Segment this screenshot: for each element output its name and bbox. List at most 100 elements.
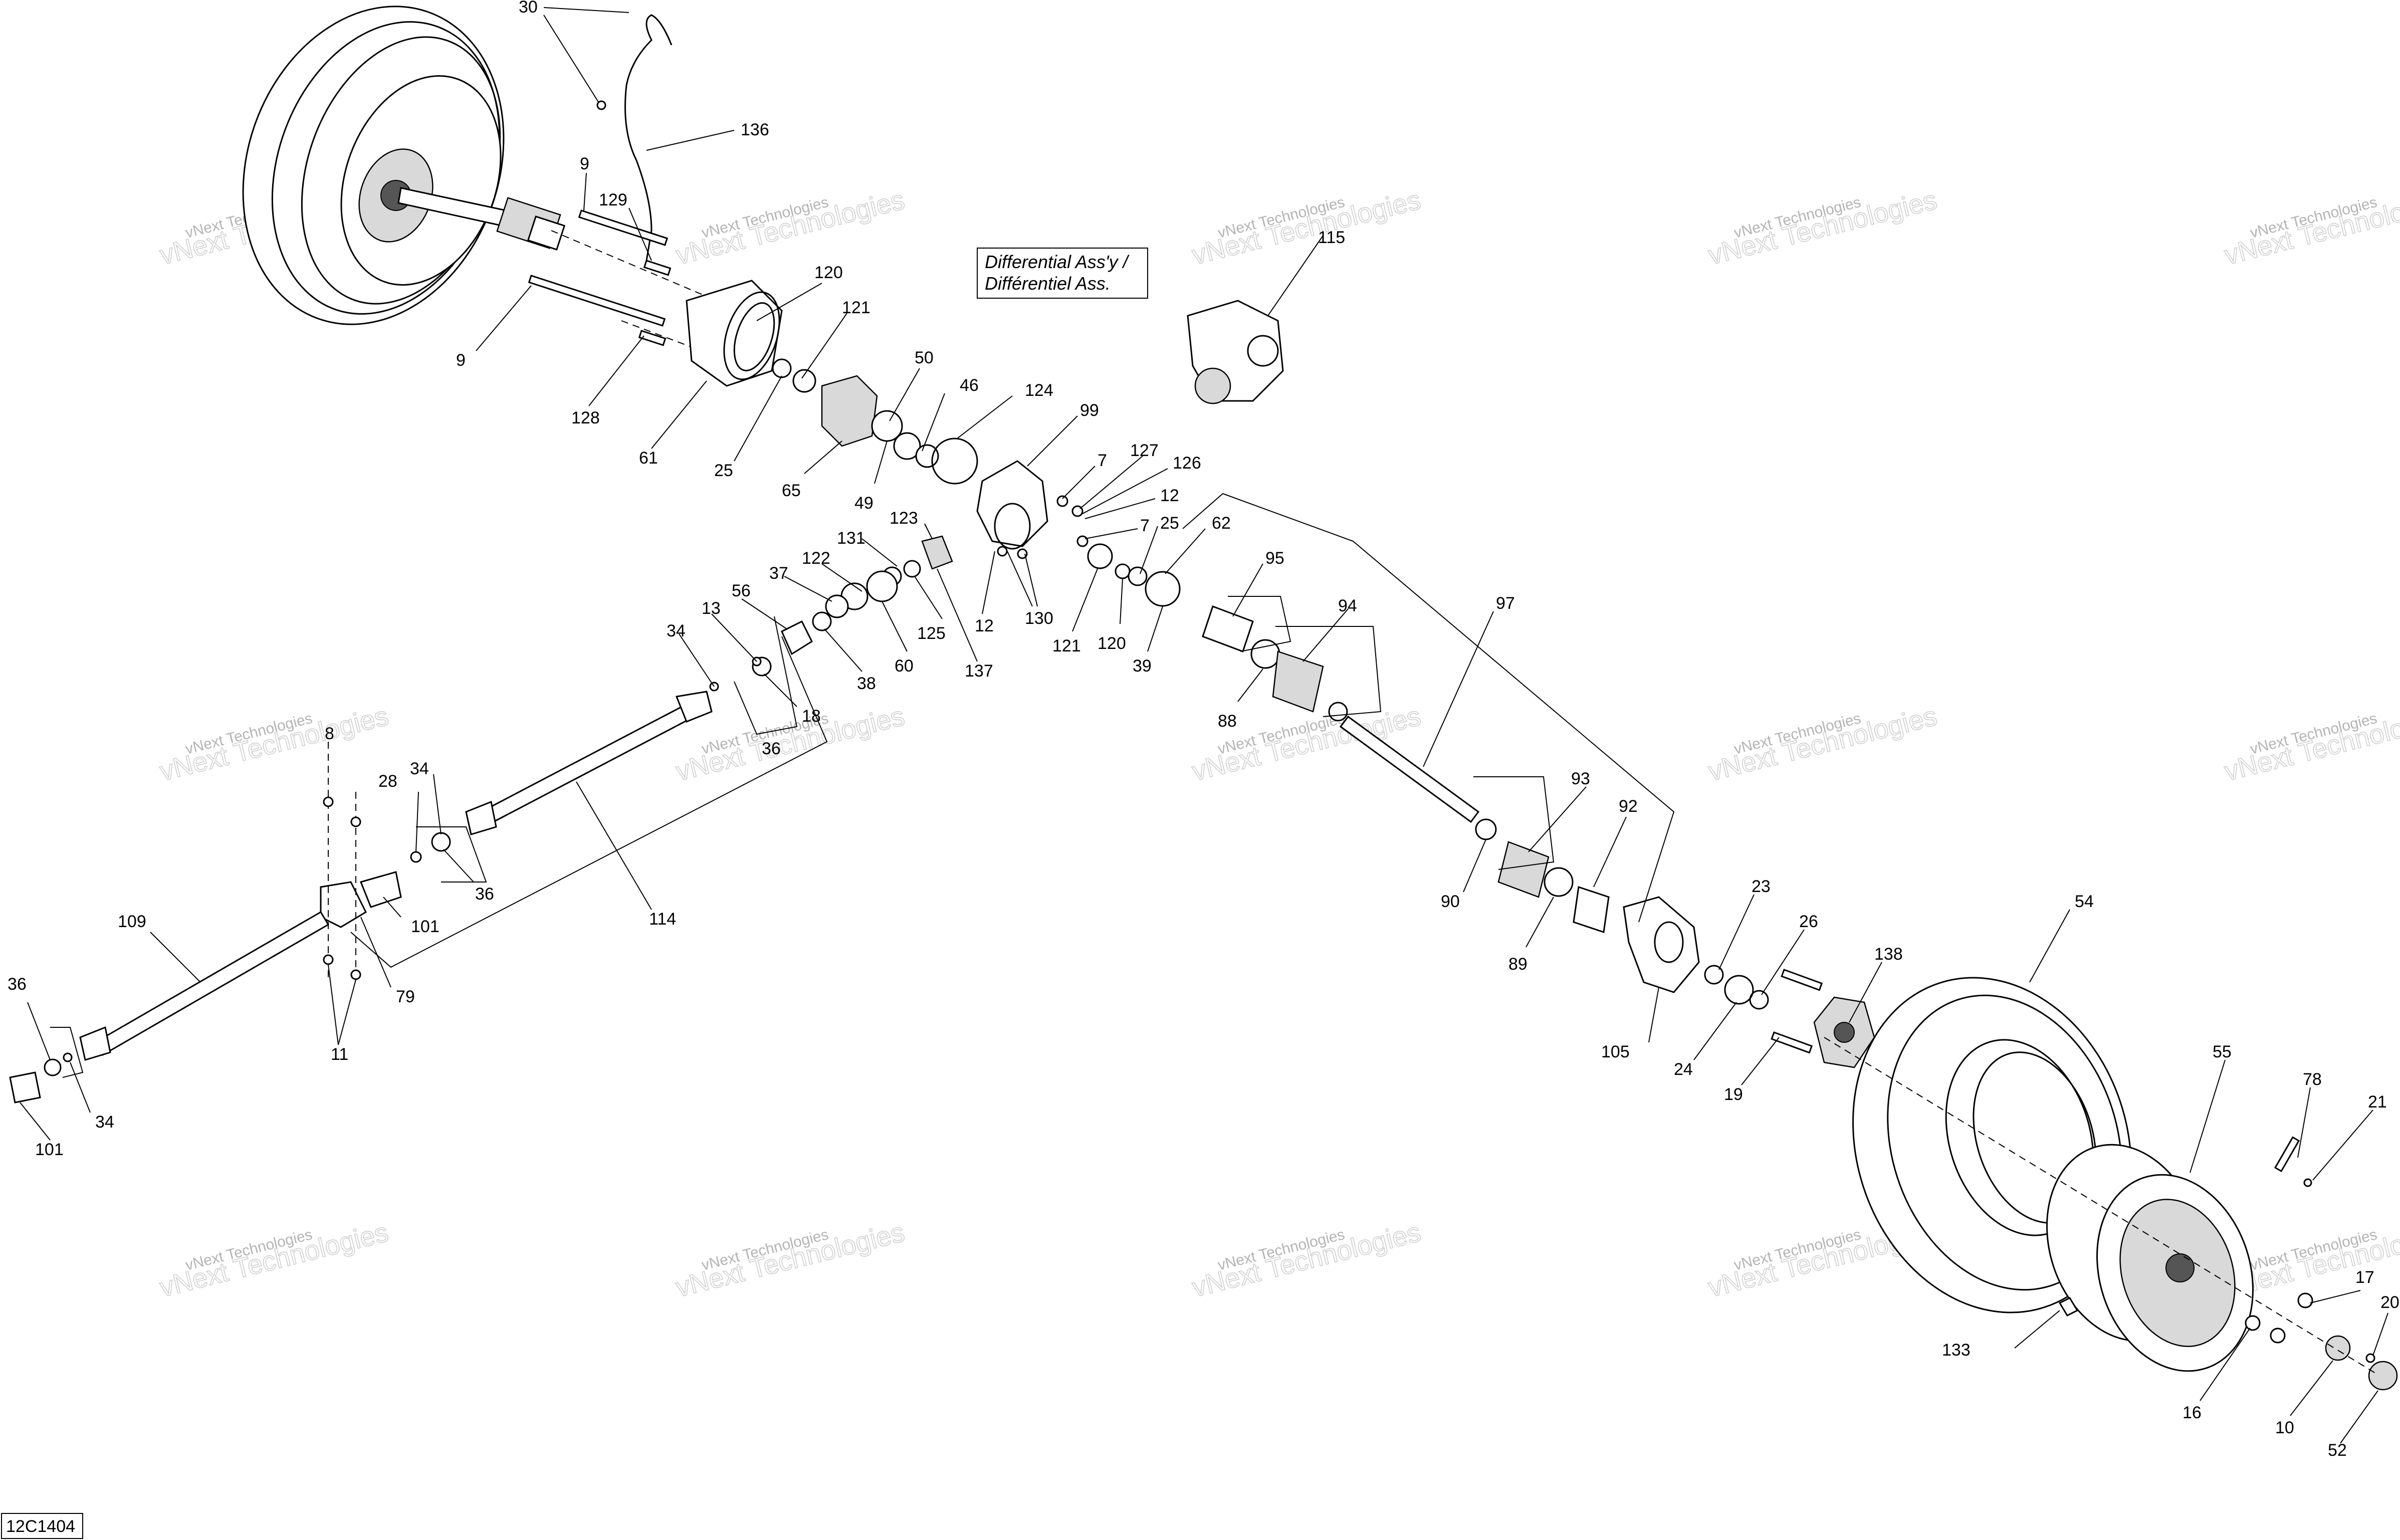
nut-11-b — [350, 969, 361, 980]
clamp-small — [1328, 702, 1348, 722]
watermark: vNext Technologies vNext Technologies — [156, 701, 392, 787]
callout-137: 137 — [965, 662, 993, 681]
rim-55-center — [2165, 1253, 2195, 1282]
gear-65 — [821, 375, 878, 447]
callout-54: 54 — [2075, 892, 2094, 911]
bolt-8-b — [350, 816, 361, 827]
callout-38: 38 — [857, 674, 876, 693]
callout-90: 90 — [1441, 892, 1460, 911]
yoke-56 — [781, 620, 813, 655]
washer-17 — [2297, 1292, 2313, 1308]
callout-25: 25 — [1160, 514, 1179, 533]
callout-115: 115 — [1318, 228, 1345, 247]
callout-60: 60 — [895, 656, 914, 676]
vent-tube-assembly — [528, 14, 717, 351]
callout-39: 39 — [1133, 656, 1152, 676]
tire-54-tread — [1887, 994, 2122, 1291]
front-housing-61 — [686, 280, 783, 387]
stud-upper — [1781, 969, 1823, 991]
axle-shaft-97 — [1339, 715, 1480, 823]
bearing-23 — [1704, 965, 1724, 985]
callout-129: 129 — [599, 190, 627, 209]
nut-16 — [2245, 1315, 2261, 1331]
callout-8: 8 — [325, 724, 334, 743]
yoke-114-front — [675, 691, 713, 723]
yoke-101-mid — [359, 871, 402, 908]
callout-37: 37 — [769, 564, 788, 583]
callout-36: 36 — [762, 739, 781, 758]
clamp-89 — [1544, 867, 1574, 897]
propeller-shaft-109 — [94, 911, 330, 1056]
callout-19: 19 — [1724, 1085, 1743, 1104]
watermark: vNext Technologies vNext Technologies — [2221, 701, 2400, 787]
yoke-101-front — [9, 1071, 41, 1104]
o-ring-124 — [931, 437, 978, 485]
bearing-24 — [1724, 975, 1754, 1005]
callout-126: 126 — [1173, 454, 1201, 473]
stud-129 — [643, 260, 672, 276]
rim-55-assembly — [1824, 1037, 2398, 1391]
callout-95: 95 — [1265, 549, 1284, 568]
callout-26: 26 — [1799, 912, 1818, 931]
washer-46 — [915, 444, 939, 468]
washer-50 — [893, 432, 921, 460]
bolt-7-b — [1076, 535, 1088, 547]
seal-37 — [825, 594, 849, 618]
front-left-wheel-assembly — [242, 6, 566, 325]
diff-housing-bore — [994, 503, 1031, 550]
callout-89: 89 — [1508, 955, 1528, 974]
callout-46: 46 — [960, 376, 979, 395]
valve-133 — [2058, 1297, 2079, 1316]
clip-28 — [410, 851, 422, 863]
callout-34: 34 — [667, 621, 686, 640]
u-joint-36-front — [44, 1058, 62, 1076]
front-housing-assembly — [686, 280, 978, 485]
callout-93: 93 — [1571, 769, 1590, 788]
right-driveshaft-assembly — [1202, 605, 1610, 933]
boot-94 — [1272, 650, 1324, 713]
cap-52 — [2368, 1361, 2398, 1391]
callout-120: 120 — [1098, 634, 1126, 653]
boot-93 — [1497, 841, 1550, 898]
callout-34: 34 — [95, 1113, 114, 1132]
knuckle-105 — [1623, 896, 1700, 993]
yoke-109-end — [79, 1026, 111, 1061]
differential-flange — [1247, 335, 1279, 367]
watermark: vNext Technologies vNext Technologies — [673, 1217, 908, 1303]
differential-output — [1194, 367, 1231, 404]
bolt-78 — [2274, 1136, 2300, 1173]
callout-136: 136 — [741, 120, 769, 139]
callout-labels: 30 136 9 129 9 115 120 121 128 61 50 46 … — [8, 0, 2399, 1460]
callout-122: 122 — [802, 549, 830, 568]
ring-62 — [1145, 571, 1181, 607]
diagram-code: 12C1404 — [1, 1513, 83, 1539]
callout-94: 94 — [1338, 596, 1357, 615]
center-support-79 — [320, 881, 367, 928]
differential-box-line2: Différentiel Ass. — [985, 273, 1111, 294]
callout-79: 79 — [396, 987, 415, 1006]
outer-cv-92 — [1573, 886, 1610, 933]
bearing-121-upper — [792, 369, 816, 393]
callout-10: 10 — [2275, 1418, 2294, 1437]
callout-114: 114 — [649, 910, 676, 929]
callout-92: 92 — [1619, 797, 1638, 816]
watermark: vNext Technologies vNext Technologies — [1189, 184, 1424, 271]
callout-11: 11 — [331, 1045, 348, 1064]
callout-7: 7 — [1140, 516, 1150, 535]
housing-flange-inner — [733, 302, 775, 371]
differential-assembly-box: Differential Ass'y / Différentiel Ass. — [977, 248, 1284, 404]
watermark: vNext Technologies vNext Technologies — [156, 1217, 392, 1303]
callout-133: 133 — [1942, 1341, 1971, 1360]
watermark: vNext Technologies vNext Technologies — [1705, 701, 1940, 787]
stud-19 — [1771, 1031, 1813, 1054]
callout-131: 131 — [837, 529, 865, 548]
callout-9: 9 — [456, 351, 466, 370]
callout-23: 23 — [1752, 877, 1771, 896]
bolt-9-upper — [578, 209, 669, 246]
callout-127: 127 — [1130, 441, 1159, 460]
callout-18: 18 — [802, 707, 821, 726]
callout-128: 128 — [571, 408, 600, 427]
vent-tube — [624, 14, 673, 261]
bolt-9-lower — [528, 275, 666, 327]
